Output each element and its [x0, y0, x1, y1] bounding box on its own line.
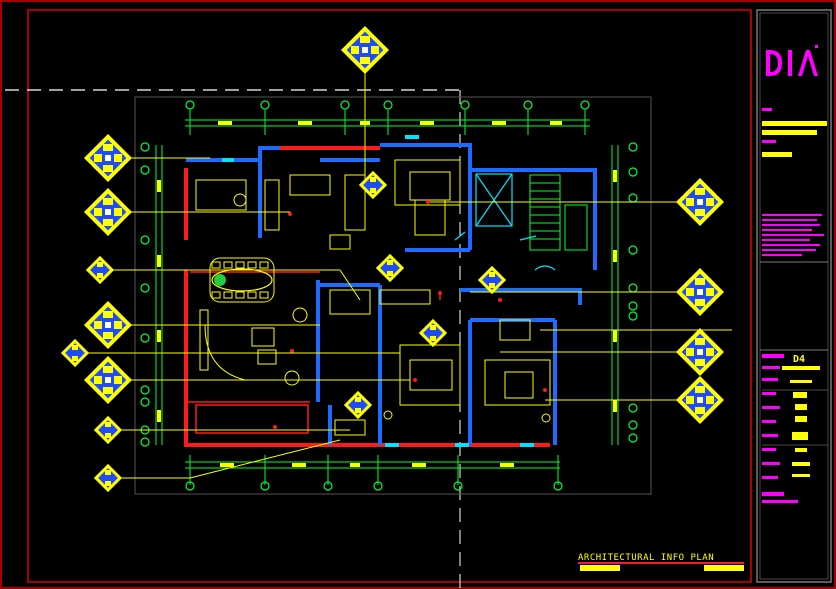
- floor-plan: [184, 135, 597, 447]
- scale-mark: D4: [793, 354, 805, 365]
- drawing-frame: [27, 9, 752, 583]
- title-block: D4: [756, 9, 832, 583]
- furniture: [195, 159, 551, 436]
- dimension-lines: [155, 110, 619, 485]
- plan-title: ARCHITECTURAL INFO PLAN: [578, 553, 714, 563]
- leader-lines: [75, 70, 732, 479]
- stair: [529, 174, 588, 251]
- logo: [766, 45, 818, 76]
- plan-title-block: ARCHITECTURAL INFO PLAN: [578, 553, 744, 571]
- plan-viewport: [134, 96, 652, 495]
- dining-table: [211, 261, 273, 299]
- dimension-marks: [157, 121, 617, 467]
